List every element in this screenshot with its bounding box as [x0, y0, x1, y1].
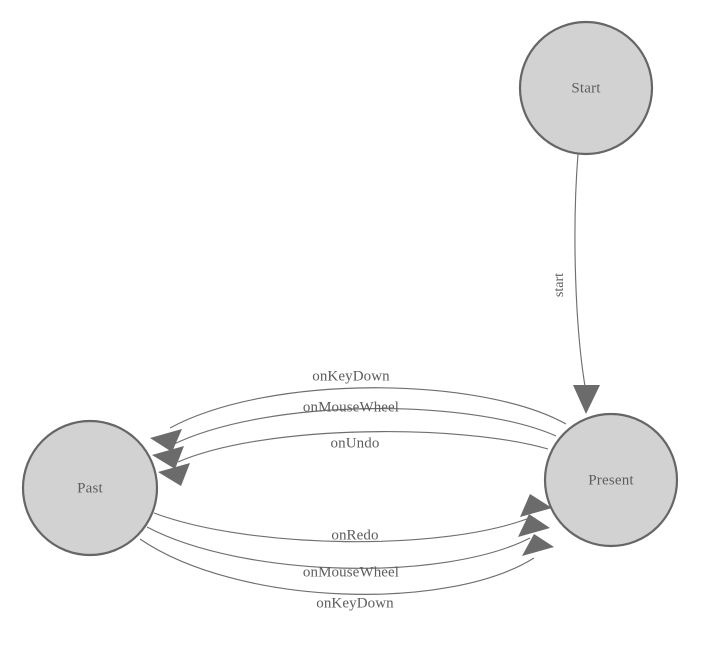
edge-present-past-undo-label: onUndo [331, 435, 380, 451]
edge-past-present-redo-line [153, 512, 533, 543]
edge-past-present-keydown-line [139, 538, 535, 595]
edge-past-present-keydown[interactable]: onKeyDown [139, 534, 554, 611]
edge-present-past-keydown-label: onKeyDown [312, 368, 390, 384]
edge-start-present-arrowhead [573, 385, 600, 414]
edge-present-past-keydown-line [169, 387, 567, 429]
edge-present-past-undo-arrowhead [158, 463, 190, 486]
edge-past-present-redo[interactable]: onRedo [153, 494, 552, 543]
edge-past-present-redo-label: onRedo [331, 527, 378, 543]
edge-present-past-mousewheel[interactable]: onMouseWheel [152, 399, 557, 469]
edge-past-present-mousewheel-label: onMouseWheel [303, 564, 399, 580]
node-start[interactable]: Start [518, 20, 654, 156]
edge-past-present-redo-arrowhead [520, 494, 552, 517]
edge-past-present-keydown-arrowhead [522, 534, 554, 556]
node-start-shape [518, 20, 654, 156]
node-past-label: Past [77, 480, 103, 496]
edge-present-past-undo[interactable]: onUndo [158, 431, 549, 486]
node-present-label: Present [588, 472, 634, 488]
edge-present-past-keydown-arrowhead [150, 429, 182, 452]
edge-present-past-mousewheel-label: onMouseWheel [303, 399, 399, 415]
edge-past-present-mousewheel-line [146, 526, 531, 569]
edge-present-past-mousewheel-arrowhead [152, 446, 184, 469]
node-present[interactable]: Present [543, 412, 679, 548]
edge-present-past-mousewheel-line [171, 407, 557, 446]
node-start-label: Start [571, 80, 601, 96]
edge-past-present-mousewheel-arrowhead [518, 514, 550, 537]
edge-start-present-label: start [552, 273, 567, 297]
edge-past-present-mousewheel[interactable]: onMouseWheel [146, 514, 550, 580]
edge-present-past-undo-line [177, 431, 549, 463]
edge-start-present[interactable]: start [552, 153, 600, 414]
edge-present-past-keydown[interactable]: onKeyDown [150, 368, 567, 452]
node-present-shape [543, 412, 679, 548]
edge-past-present-keydown-label: onKeyDown [316, 595, 394, 611]
node-past-shape [21, 419, 159, 557]
edge-start-present-line [574, 153, 587, 393]
node-past[interactable]: Past [21, 419, 159, 557]
